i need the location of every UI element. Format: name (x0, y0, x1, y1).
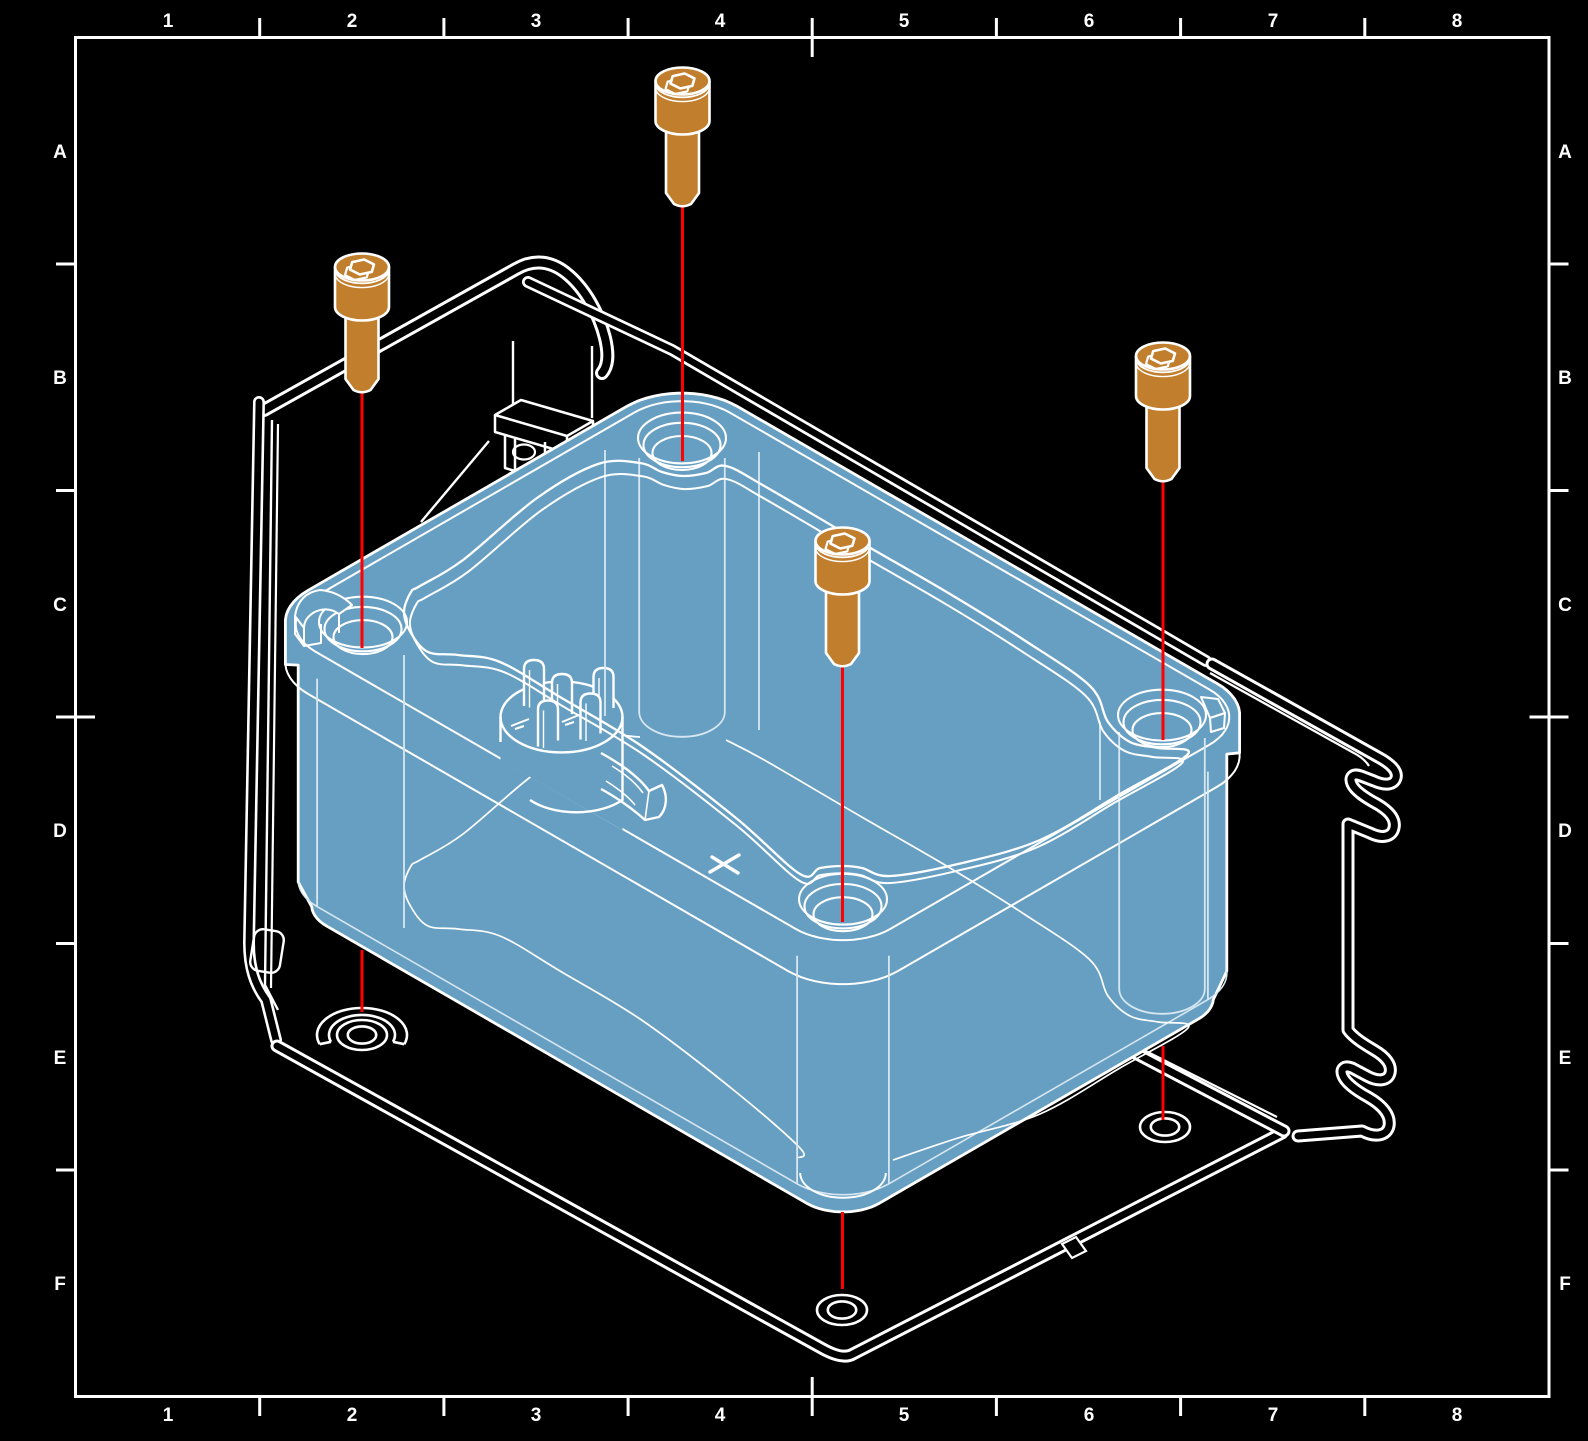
svg-text:4: 4 (715, 11, 726, 32)
svg-text:5: 5 (899, 11, 910, 32)
svg-text:E: E (54, 1048, 67, 1069)
svg-text:B: B (1558, 368, 1572, 389)
svg-text:4: 4 (715, 1405, 726, 1426)
svg-text:1: 1 (163, 1405, 174, 1426)
svg-text:3: 3 (531, 11, 542, 32)
svg-text:2: 2 (347, 11, 358, 32)
svg-text:1: 1 (163, 11, 174, 32)
svg-text:D: D (1558, 821, 1572, 842)
svg-text:C: C (1558, 595, 1572, 616)
svg-text:A: A (1558, 142, 1572, 163)
svg-text:8: 8 (1452, 11, 1463, 32)
svg-text:3: 3 (531, 1405, 542, 1426)
svg-text:F: F (1559, 1274, 1571, 1295)
svg-text:F: F (54, 1274, 66, 1295)
svg-text:2: 2 (347, 1405, 358, 1426)
svg-text:5: 5 (899, 1405, 910, 1426)
svg-text:7: 7 (1268, 11, 1279, 32)
svg-text:A: A (53, 142, 67, 163)
svg-text:C: C (53, 595, 67, 616)
svg-text:E: E (1559, 1048, 1572, 1069)
svg-text:6: 6 (1084, 1405, 1095, 1426)
svg-text:B: B (53, 368, 67, 389)
svg-text:8: 8 (1452, 1405, 1463, 1426)
svg-text:D: D (53, 821, 67, 842)
svg-text:7: 7 (1268, 1405, 1279, 1426)
svg-text:6: 6 (1084, 11, 1095, 32)
